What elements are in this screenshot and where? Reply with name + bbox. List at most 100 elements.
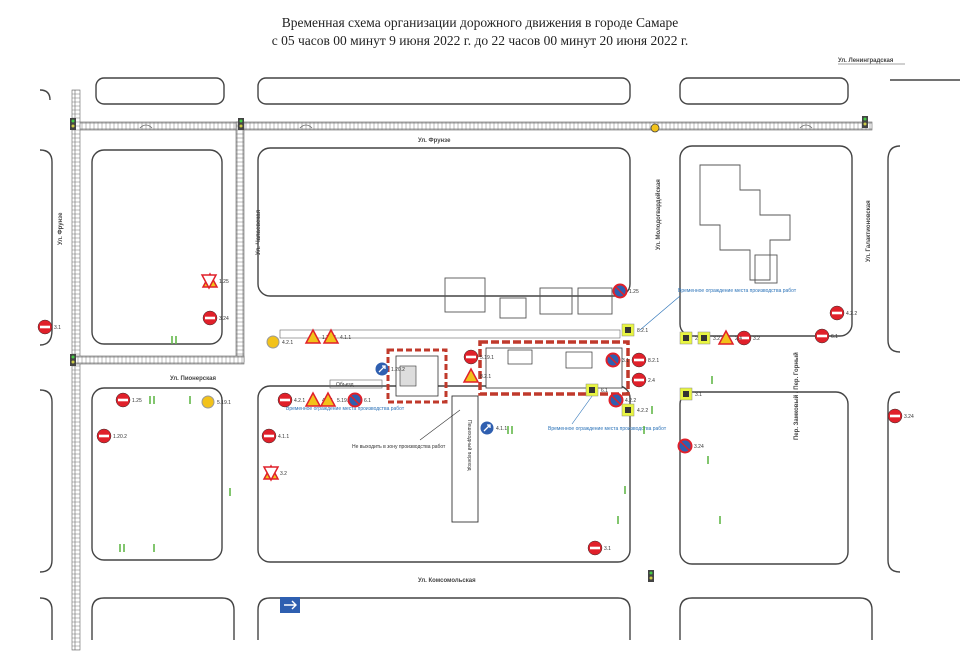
sign-code-label: 4.2.1 <box>294 398 305 404</box>
warning-sign-icon: 5.19.1 <box>319 391 351 407</box>
block-top-left <box>95 77 225 105</box>
block-left-far-lower <box>39 389 53 573</box>
tram-track-middle <box>71 355 245 365</box>
block-right-upper <box>679 145 853 337</box>
no-entry-sign-icon: 4.2.1 <box>277 392 305 408</box>
work-note-2: Временное ограждение места производства … <box>548 426 667 432</box>
direction-sign-icon: 1.20.2 <box>375 362 405 376</box>
sign-code-label: 1.20.2 <box>113 434 127 440</box>
sign-code-label: 3.2 <box>280 471 287 477</box>
street-label-middle: Ул. Пионерская <box>170 376 216 382</box>
work-note-3: Временное ограждение места производства … <box>286 406 405 412</box>
block-bottom-right <box>679 597 873 640</box>
street-labels: Ул. Ленинградская Ул. Фрунзе Ул. Фрунзе … <box>58 58 905 584</box>
street-label-molodogvardeyskaya: Ул. Молодогвардейская <box>655 179 662 250</box>
sign-code-label: 6.1 <box>831 334 838 340</box>
priority-sign-icon: 4.2.1 <box>266 335 293 349</box>
block-center-lower <box>257 385 631 563</box>
sign-code-label: 3.24 <box>904 414 914 420</box>
sign-code-label: 3.1 <box>604 546 611 552</box>
sign-code-label: 5.19.1 <box>480 355 494 361</box>
sign-code-label: 3.1 <box>695 392 702 398</box>
no-parking-sign-icon: 1.25 <box>612 283 639 299</box>
street-label-galaktionovskaya: Ул. Галактионовская <box>866 200 872 262</box>
work-zone-small <box>386 348 448 404</box>
warning-sign-icon: 4.1.1 <box>322 328 351 344</box>
direction-sign-icon: 4.1.1 <box>480 421 507 435</box>
sign-code-label: 3.2 <box>753 336 760 342</box>
no-entry-sign-icon: 3.2 <box>736 330 760 346</box>
tram-track-chapaevskaya <box>235 121 245 363</box>
no-entry-sign-icon: 3.24 <box>887 408 914 424</box>
sign-code-label: 8.2.1 <box>480 374 491 380</box>
street-label-top-right: Ул. Ленинградская <box>838 58 894 64</box>
block-top-center <box>257 77 631 105</box>
block-bottom-left <box>91 597 235 640</box>
traffic-light-icon <box>238 118 244 130</box>
temporary-sign-icon: 8.2.1 <box>621 323 648 337</box>
block-right-far-lower <box>887 391 901 573</box>
diagram-title: Временная схема организации дорожного дв… <box>0 14 960 50</box>
sign-code-label: 8.2.1 <box>637 328 648 334</box>
no-entry-sign-icon: 1.20.2 <box>96 428 127 444</box>
warning-sign-icon: 2.4 <box>717 329 742 345</box>
sign-code-label: 8.2.1 <box>648 358 659 364</box>
sign-code-label: 2.4 <box>735 336 742 342</box>
give-way-sign-icon <box>200 274 218 290</box>
no-entry-sign-icon: 6.1 <box>814 328 838 344</box>
work-zone: Пешеходный переход Объезд Не выходить в … <box>279 329 630 523</box>
pedestrian-corridor <box>451 395 479 523</box>
street-label-left: Ул. Фрунзе <box>58 212 64 245</box>
sign-code-label: 3.1 <box>54 325 61 331</box>
sign-code-label: 1.25 <box>629 289 639 295</box>
sign-code-label: 4.2.2 <box>846 311 857 317</box>
detour-lane-2 <box>329 379 383 389</box>
equipment-icon <box>507 349 533 365</box>
no-entry-sign-icon: 4.1.1 <box>261 428 289 444</box>
traffic-light-icon <box>648 570 654 582</box>
blue-notes: Временное ограждение места производства … <box>286 288 797 432</box>
sign-code-label: 4.2.2 <box>625 398 636 404</box>
traffic-light-icon <box>70 118 76 130</box>
sign-code-label: 6.1 <box>364 398 371 404</box>
block-bottom-far-left <box>39 597 53 640</box>
street-label-top: Ул. Фрунзе <box>418 138 451 144</box>
tram-track-left <box>71 89 81 651</box>
no-entry-sign-icon: 8.2.1 <box>631 352 659 368</box>
sign-code-label: 3.24 <box>694 444 704 450</box>
tram-tracks <box>71 89 873 651</box>
temporary-sign-icon: 4.2.2 <box>621 403 648 417</box>
signal-icon <box>650 123 660 133</box>
no-entry-sign-icon: 4.2.2 <box>829 305 857 321</box>
no-parking-sign-icon: 6.1 <box>347 392 371 408</box>
temporary-sign-icon: 3.2 <box>697 331 720 345</box>
sign-code-label: 2.4 <box>648 378 655 384</box>
warning-sign-icon: 8.2.1 <box>462 367 491 383</box>
sign-code-label: 4.1.1 <box>340 335 351 341</box>
block-left-far <box>39 149 53 346</box>
title-line-1: Временная схема организации дорожного дв… <box>281 15 679 30</box>
street-label-bottom: Ул. Комсомольская <box>418 578 476 584</box>
block-bottom-center <box>257 597 631 640</box>
no-entry-sign-icon: 3.1 <box>37 319 61 335</box>
no-parking-sign-icon: 3.1 <box>605 352 629 368</box>
block-left-lower <box>91 387 223 561</box>
priority-sign-icon: 5.19.1 <box>201 395 231 409</box>
sign-code-label: 5.19.1 <box>217 400 231 406</box>
sign-code-label: 4.2.1 <box>282 340 293 346</box>
detour-label: Объезд <box>336 382 354 388</box>
block-edge <box>39 89 51 101</box>
traffic-lights <box>70 116 868 582</box>
no-parking-sign-icon: 4.2.2 <box>608 392 636 408</box>
block-center-upper <box>257 147 631 297</box>
pedestrian-crossing-label: Пешеходный переход <box>466 420 473 471</box>
sign-code-label: 3.2 <box>713 336 720 342</box>
block-right-far <box>887 145 901 353</box>
street-label-right-lane: Пер. Замковый / Пер. Горный <box>793 352 800 440</box>
road-signs: 3.1 3.24 1.25 1.20.2 4.1.1 4.2.1 5.19.1 8.2.1 2.… <box>37 272 914 613</box>
sign-code-label: 3.1 <box>622 358 629 364</box>
sign-code-label: 6.1 <box>601 388 608 394</box>
sign-code-label: 4.2.2 <box>637 408 648 414</box>
sign-code-label: 1.25 <box>219 279 229 285</box>
